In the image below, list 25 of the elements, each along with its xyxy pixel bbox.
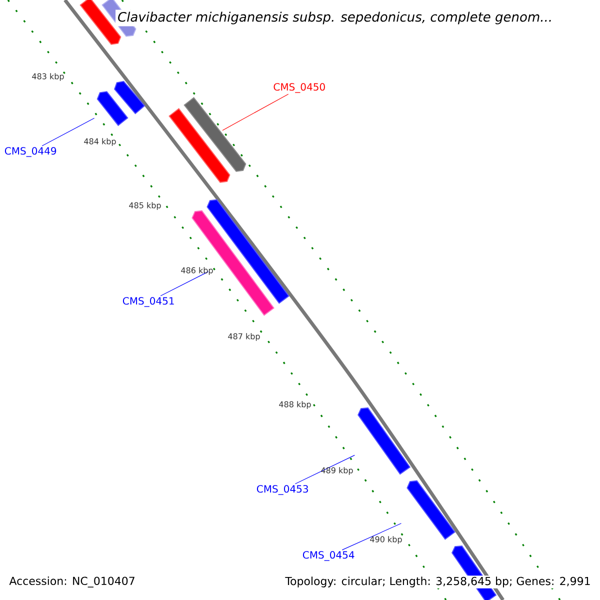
tick-label: 489 kbp <box>321 467 353 475</box>
leader-line <box>342 523 402 550</box>
gene-feature <box>406 480 456 540</box>
leader-line <box>222 94 289 131</box>
tick-label: 487 kbp <box>228 333 260 341</box>
tick-label: 488 kbp <box>279 401 311 409</box>
tick-label: 486 kbp <box>181 267 213 275</box>
gene-feature <box>168 108 230 183</box>
gene-label: CMS_0449 <box>4 147 56 157</box>
gene-feature <box>358 407 411 475</box>
tick-label: 490 kbp <box>370 536 402 544</box>
leader-line <box>42 118 95 146</box>
leader-line <box>294 454 355 484</box>
gene-label: CMS_0454 <box>302 551 354 561</box>
gene-label: CMS_0453 <box>256 485 308 495</box>
gene-label: CMS_0450 <box>274 83 325 93</box>
gene-feature <box>114 80 146 114</box>
tick-label: 485 kbp <box>129 202 161 210</box>
accession-text: Accession: NC_010407 <box>9 576 134 588</box>
tick-label: 483 kbp <box>32 73 64 81</box>
tick-label: 484 kbp <box>84 138 116 146</box>
genome-info-text: Topology: circular; Length: 3,258,645 bp; Genes: 2,991 <box>284 576 592 588</box>
map-title: Clavibacter michiganensis subsp. sepedonicus, complete genom... <box>116 10 554 26</box>
gene-label: CMS_0451 <box>122 297 174 307</box>
leader-line <box>160 271 209 296</box>
